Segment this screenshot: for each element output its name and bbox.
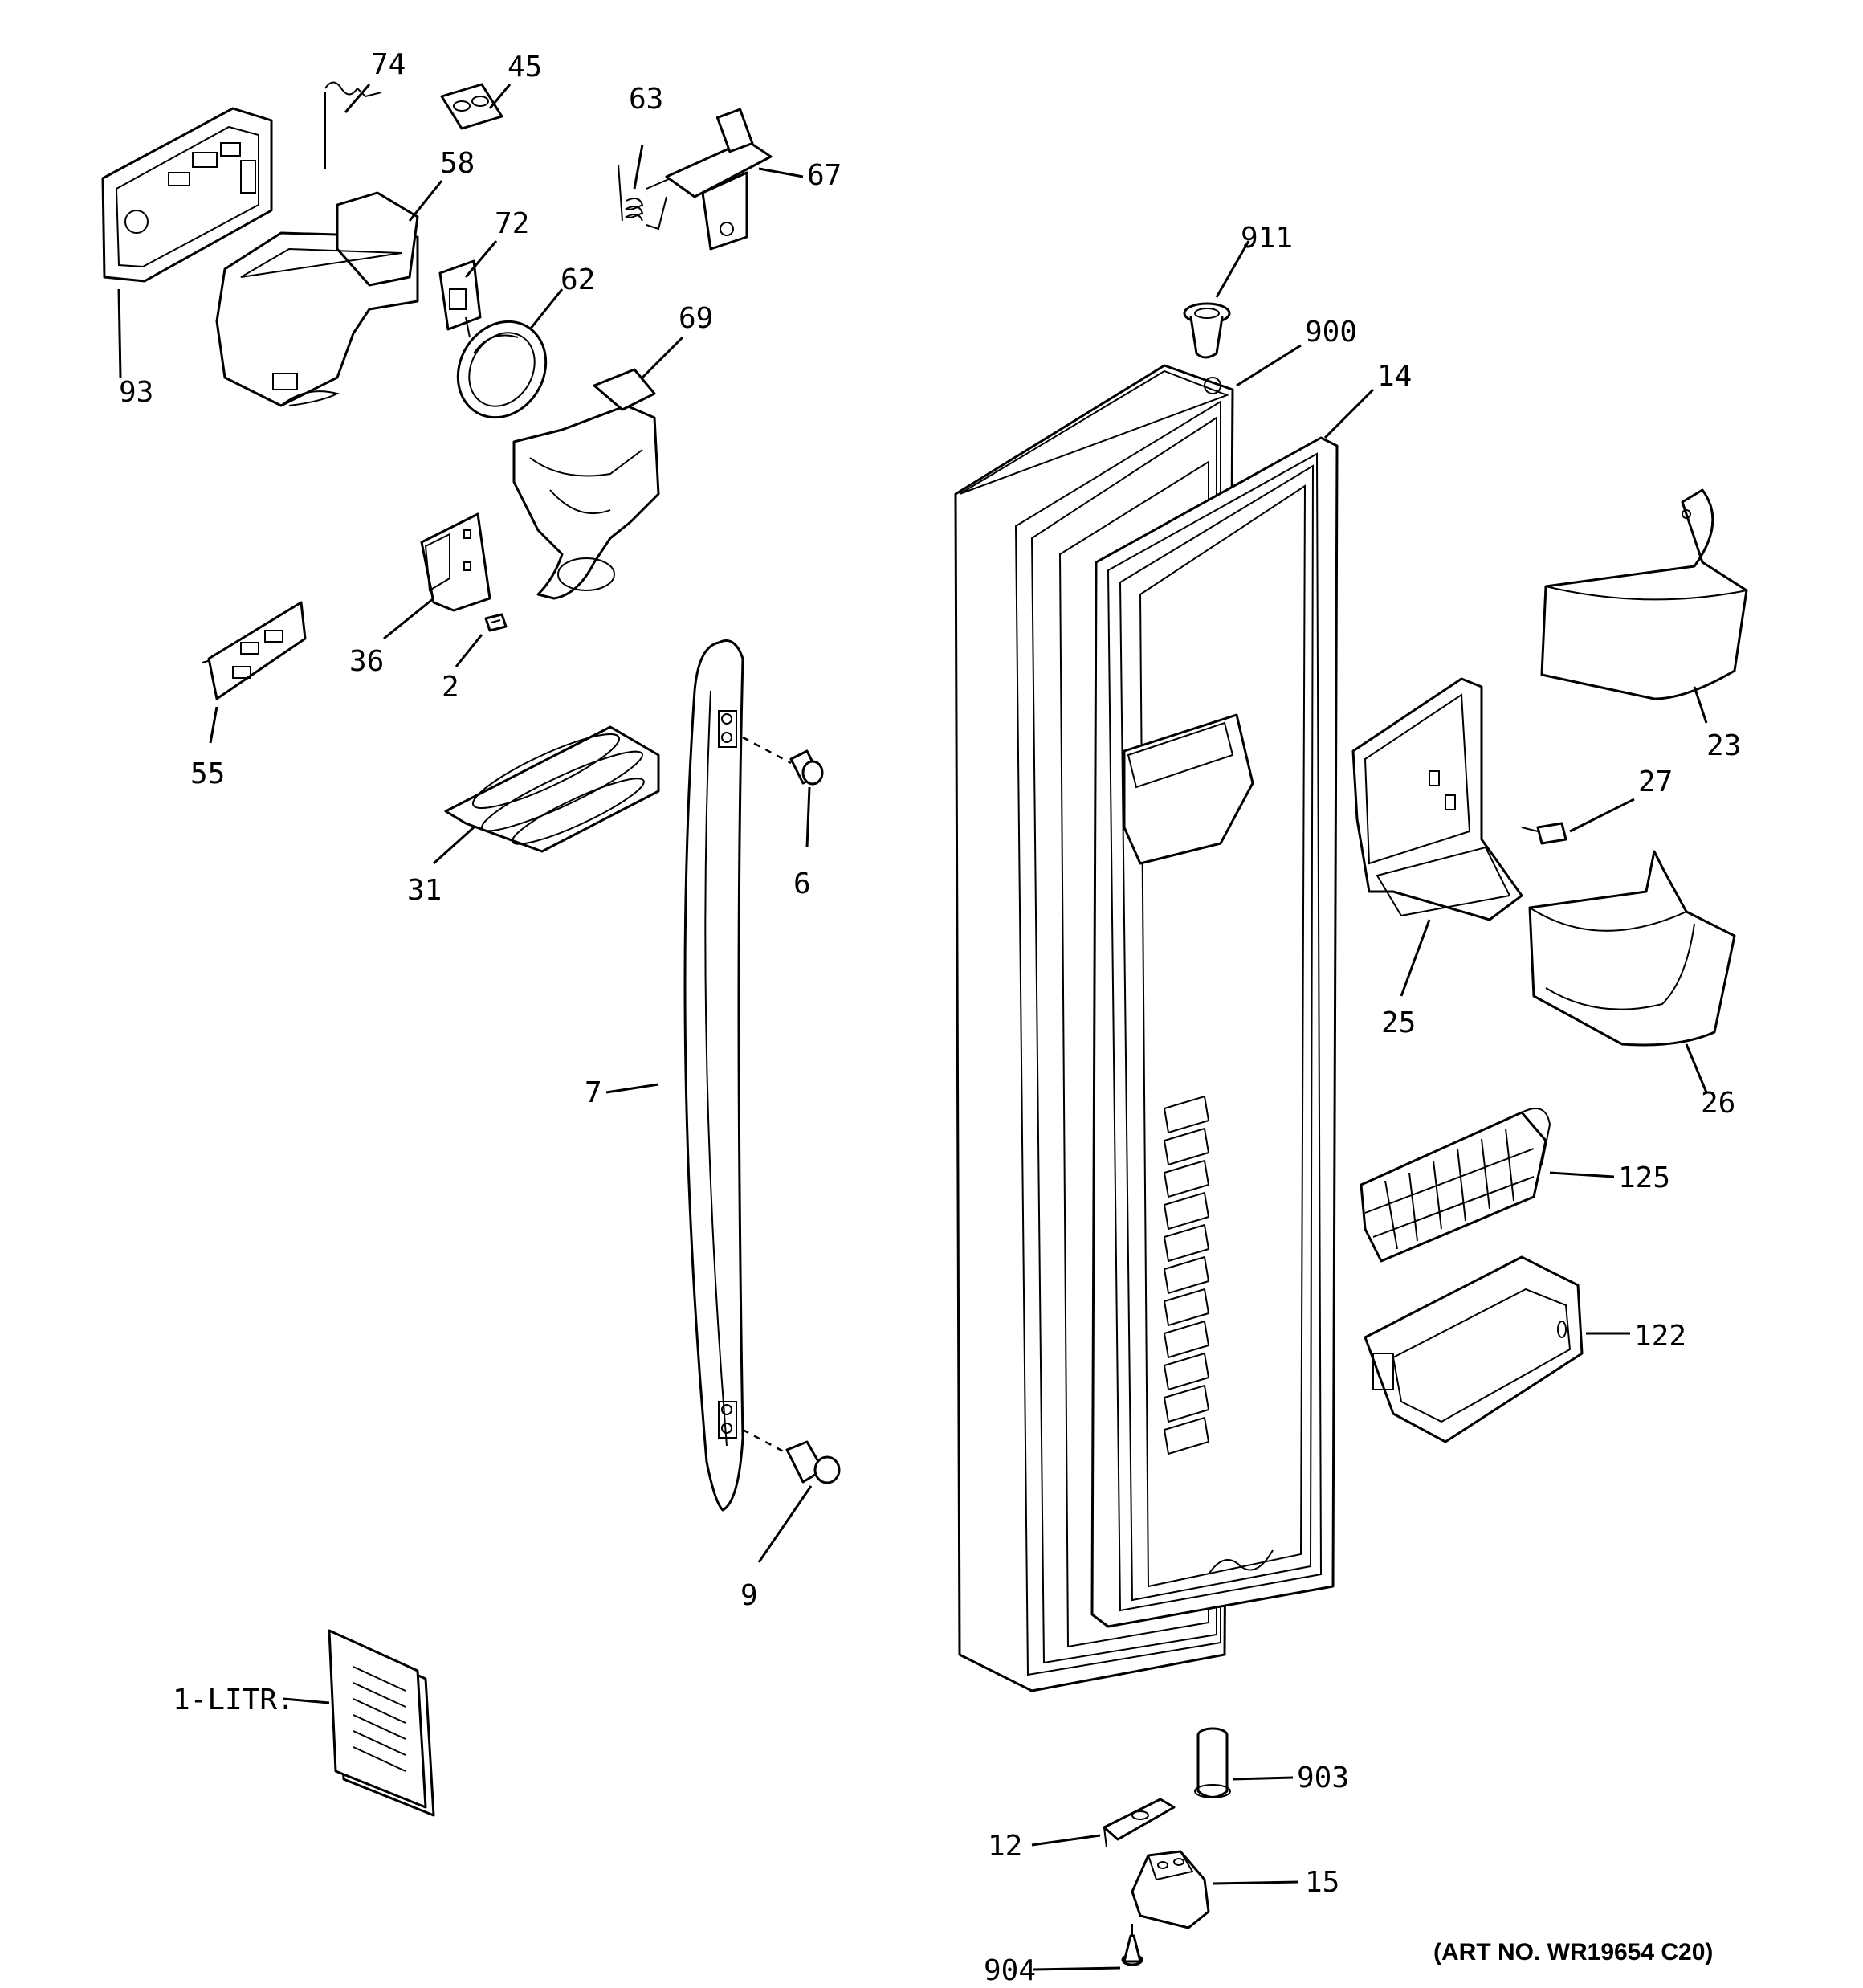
callout-36: 36 bbox=[349, 645, 384, 678]
callout-25: 25 bbox=[1381, 1006, 1416, 1039]
part-15-hinge bbox=[1131, 1850, 1210, 1929]
callout-31: 31 bbox=[407, 874, 442, 907]
callout-labels: 74 45 63 67 58 72 62 69 93 36 2 55 31 6 … bbox=[119, 48, 1741, 1987]
part-903-hinge-pin bbox=[1194, 1727, 1231, 1798]
callout-2: 2 bbox=[442, 671, 459, 704]
door-shelf-ribs bbox=[1163, 1095, 1210, 1455]
part-74-spring bbox=[324, 81, 382, 169]
callout-122: 122 bbox=[1634, 1320, 1686, 1353]
part-12-shim bbox=[1103, 1798, 1176, 1848]
part-14-door-liner bbox=[1090, 436, 1339, 1628]
part-125-wire-basket bbox=[1360, 1108, 1551, 1263]
callout-14: 14 bbox=[1377, 360, 1412, 393]
callout-12: 12 bbox=[988, 1830, 1022, 1863]
part-31-drip-tray bbox=[444, 725, 660, 853]
callout-904: 904 bbox=[984, 1954, 1036, 1987]
callout-26: 26 bbox=[1701, 1087, 1735, 1120]
part-26-bin bbox=[1528, 850, 1736, 1047]
callout-74: 74 bbox=[371, 48, 406, 81]
leader-lines bbox=[117, 84, 1708, 1971]
part-911-bushing bbox=[1183, 302, 1231, 359]
part-36-bracket bbox=[420, 512, 491, 612]
callout-1-litr: 1-LITR. bbox=[173, 1684, 295, 1717]
part-1-literature bbox=[328, 1629, 435, 1817]
callout-7: 7 bbox=[585, 1076, 602, 1109]
part-67-shaft-bracket bbox=[646, 108, 773, 251]
callout-911: 911 bbox=[1241, 222, 1293, 255]
callout-15: 15 bbox=[1305, 1866, 1339, 1899]
part-62-ring bbox=[456, 320, 548, 419]
part-904-screw bbox=[1121, 1924, 1143, 1966]
part-69-chute bbox=[512, 368, 660, 600]
part-23-bin bbox=[1540, 488, 1748, 700]
part-55-board bbox=[202, 601, 307, 700]
callout-67: 67 bbox=[807, 159, 842, 192]
part-27-screw bbox=[1521, 822, 1567, 845]
callout-62: 62 bbox=[561, 263, 595, 296]
part-72-switch bbox=[438, 259, 482, 338]
part-9-screw bbox=[742, 1428, 841, 1484]
callout-55: 55 bbox=[190, 757, 225, 790]
part-122-bin bbox=[1364, 1255, 1584, 1443]
callout-58: 58 bbox=[440, 147, 475, 180]
part-25-cradle bbox=[1351, 677, 1523, 921]
part-2-screw bbox=[484, 613, 508, 632]
part-63-spring bbox=[618, 164, 667, 231]
part-45-bracket bbox=[440, 83, 503, 130]
callout-9: 9 bbox=[740, 1579, 758, 1612]
callout-23: 23 bbox=[1706, 729, 1741, 762]
art-number: (ART NO. WR19654 C20) bbox=[1433, 1939, 1713, 1966]
callout-45: 45 bbox=[508, 51, 542, 84]
part-6-screw bbox=[742, 736, 824, 786]
callout-903: 903 bbox=[1297, 1761, 1349, 1794]
callout-63: 63 bbox=[629, 83, 663, 116]
callout-69: 69 bbox=[679, 302, 713, 335]
callout-72: 72 bbox=[495, 207, 529, 240]
callout-27: 27 bbox=[1638, 765, 1673, 798]
callout-6: 6 bbox=[793, 867, 811, 900]
callout-125: 125 bbox=[1618, 1161, 1670, 1194]
callout-900: 900 bbox=[1305, 316, 1357, 349]
part-93-control-panel bbox=[101, 107, 273, 283]
part-7-handle bbox=[683, 639, 744, 1512]
callout-93: 93 bbox=[119, 376, 153, 409]
part-58-dispenser-housing bbox=[215, 191, 419, 407]
